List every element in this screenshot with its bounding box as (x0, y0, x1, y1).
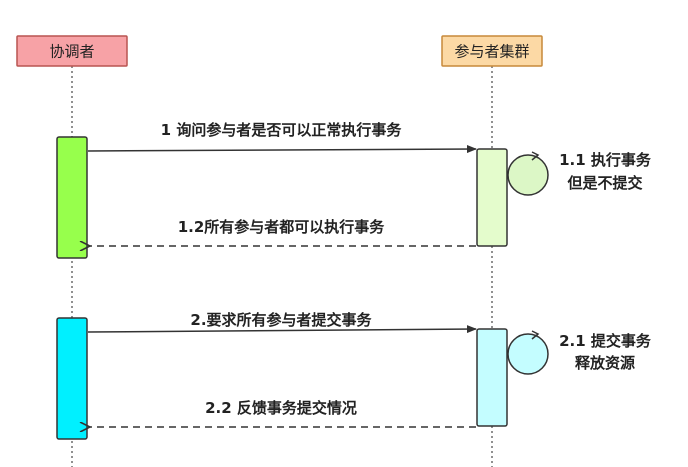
phase2-response-label: 2.2 反馈事务提交情况 (205, 399, 357, 417)
phase2-self-label-line2: 释放资源 (575, 354, 635, 372)
phase2-self-loop (507, 330, 549, 375)
phase2-cluster-activation (476, 328, 508, 427)
phase1-cluster-activation (476, 148, 508, 247)
phase2-request-arrow (87, 325, 477, 334)
phase1-self-label-line2: 但是不提交 (566, 174, 642, 192)
phase1-request-label: 1 询问参与者是否可以正常执行事务 (161, 121, 403, 139)
cluster-participant[interactable]: 参与者集群 (441, 35, 543, 67)
coordinator-participant[interactable]: 协调者 (16, 35, 128, 67)
phase1-coordinator-activation (56, 136, 88, 259)
phase1-request-arrow (87, 145, 477, 154)
phase2-request-label: 2.要求所有参与者提交事务 (190, 311, 372, 329)
coordinator-label: 协调者 (49, 43, 94, 61)
phase1-self-loop (507, 151, 549, 196)
phase2-coordinator-activation (56, 317, 88, 440)
coordinator-box (16, 35, 128, 67)
cluster-label: 参与者集群 (454, 43, 529, 61)
cluster-box (441, 35, 543, 67)
phase1-response-label: 1.2所有参与者都可以执行事务 (178, 218, 386, 236)
phase1-self-label-line1: 1.1 执行事务 (559, 151, 652, 169)
phase2-self-label-line1: 2.1 提交事务 (559, 332, 652, 350)
